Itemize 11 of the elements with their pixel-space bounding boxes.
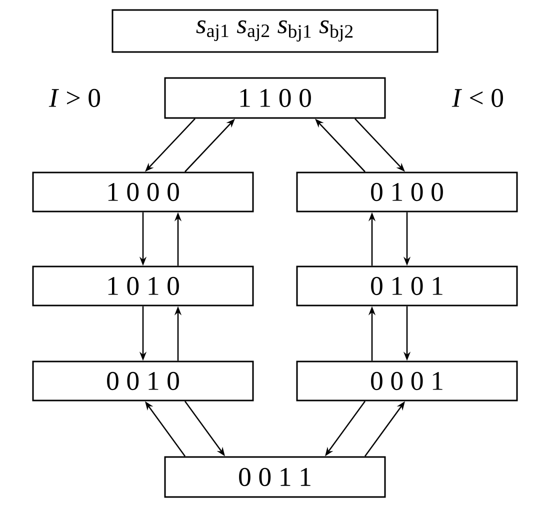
state-box: 1 0 1 0	[32, 266, 254, 306]
current-label: I < 0	[452, 88, 504, 108]
current-label: I > 0	[48, 88, 100, 108]
state-box: 1 1 0 0	[164, 77, 386, 119]
state-box: 0 1 0 1	[296, 266, 518, 306]
header-box: s$_{aj1}$ s$_{aj2}$ s$_{bj1}$ s$_{bj2}$	[112, 9, 438, 53]
state-box: 1 0 0 0	[32, 172, 254, 212]
state-box: 0 0 1 1	[164, 456, 386, 498]
state-box: 0 0 0 1	[296, 360, 518, 402]
state-box: 0 0 1 0	[32, 360, 254, 402]
state-box: 0 1 0 0	[296, 172, 518, 212]
